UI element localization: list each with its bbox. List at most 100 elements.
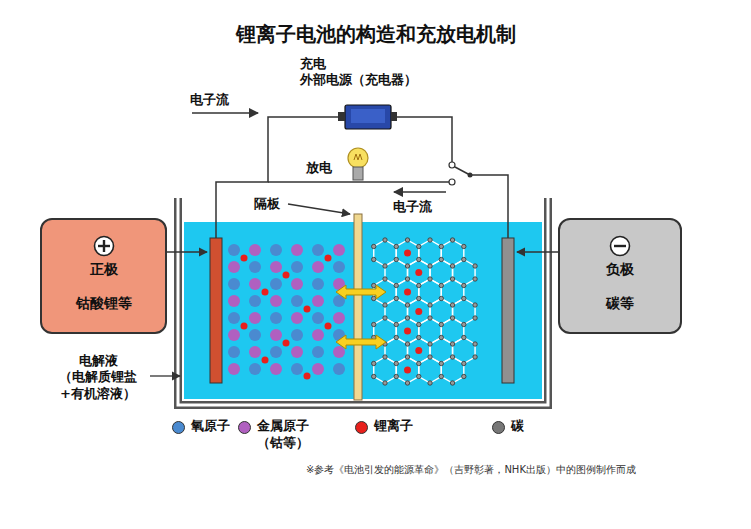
atom-dot <box>312 346 324 358</box>
carbon-dot <box>383 381 387 385</box>
lithium-ion-dot <box>415 347 422 354</box>
annotation-label: 电子流 <box>393 199 432 215</box>
carbon-dot <box>383 238 387 242</box>
atom-dot <box>228 278 240 290</box>
carbon-dot <box>405 381 409 385</box>
polarity-symbol <box>93 235 115 257</box>
atom-dot <box>291 295 303 307</box>
atom-dot <box>249 329 261 341</box>
lithium-ion-dot <box>404 328 411 335</box>
atom-dot <box>228 244 240 256</box>
wire <box>268 181 449 183</box>
legend-text: 碳 <box>511 418 524 435</box>
atom-dot <box>291 363 303 375</box>
atom-dot <box>270 363 282 375</box>
atom-dot <box>312 261 324 273</box>
carbon-dot <box>439 296 443 300</box>
atom-lattice <box>228 238 477 385</box>
caption: ※参考《电池引发的能源革命》（吉野彰著，NHK出版）中的图例制作而成 <box>306 464 636 477</box>
atom-dot <box>312 363 324 375</box>
carbon-dot <box>450 355 454 359</box>
atom-dot <box>291 278 303 290</box>
carbon-dot <box>417 335 421 339</box>
carbon-dot <box>417 296 421 300</box>
carbon-dot <box>405 277 409 281</box>
atom-dot <box>228 346 240 358</box>
legend-swatch <box>355 421 368 434</box>
carbon-dot <box>462 244 466 248</box>
carbon-dot <box>405 303 409 307</box>
carbon-dot <box>417 257 421 261</box>
atom-dot <box>249 278 261 290</box>
lithium-ion-dot <box>262 289 269 296</box>
carbon-dot <box>417 374 421 378</box>
leader-line <box>150 375 180 376</box>
carbon-dot <box>372 322 376 326</box>
carbon-dot <box>405 342 409 346</box>
carbon-dot <box>439 283 443 287</box>
atom-dot <box>312 244 324 256</box>
carbon-dot <box>417 361 421 365</box>
carbon-dot <box>450 277 454 281</box>
negative-electrode <box>502 238 514 383</box>
carbon-dot <box>473 264 477 268</box>
carbon-dot <box>417 322 421 326</box>
carbon-dot <box>383 316 387 320</box>
lithium-ion-dot <box>325 255 332 262</box>
carbon-dot <box>473 303 477 307</box>
legend-text: 锂离子 <box>374 418 413 435</box>
lithium-ion-dot <box>241 323 248 330</box>
lithium-ion-dot <box>283 340 290 347</box>
switch-contact <box>449 162 455 168</box>
carbon-dot <box>428 277 432 281</box>
annotation-label: 外部电源（充电器） <box>300 72 417 88</box>
lithium-ion-dot <box>241 255 248 262</box>
bulb-filament <box>354 154 362 160</box>
annotation-label: 放电 <box>306 160 332 176</box>
carbon-dot <box>473 342 477 346</box>
carbon-dot <box>450 342 454 346</box>
carbon-dot <box>372 283 376 287</box>
atom-dot <box>333 346 345 358</box>
carbon-dot <box>428 316 432 320</box>
carbon-dot <box>405 238 409 242</box>
carbon-dot <box>462 283 466 287</box>
carbon-dot <box>394 257 398 261</box>
wire <box>391 117 452 162</box>
bulb-base <box>353 167 363 180</box>
tank-wall-inner <box>178 198 548 405</box>
carbon-dot <box>428 238 432 242</box>
atom-dot <box>291 346 303 358</box>
carbon-dot <box>428 355 432 359</box>
charger-plug <box>338 112 345 121</box>
atom-dot <box>312 295 324 307</box>
positive-electrode <box>210 238 222 383</box>
electrode-box: 正极钴酸锂等 <box>40 218 167 334</box>
carbon-hexagon <box>419 357 442 383</box>
lithium-ion-dot <box>283 272 290 279</box>
carbon-dot <box>394 361 398 365</box>
annotation-label: 电解液 （电解质锂盐 +有机溶液） <box>46 353 150 402</box>
carbon-dot <box>439 374 443 378</box>
polarity-symbol <box>609 235 631 257</box>
carbon-dot <box>372 361 376 365</box>
atom-dot <box>291 312 303 324</box>
carbon-dot <box>372 257 376 261</box>
carbon-dot <box>394 283 398 287</box>
carbon-dot <box>383 355 387 359</box>
lithium-ion-dot <box>404 367 411 374</box>
atom-dot <box>249 346 261 358</box>
legend-text: 金属原子 （钴等） <box>257 418 310 452</box>
legend-item: 氧原子 <box>172 418 242 435</box>
switch-contact <box>449 179 455 185</box>
lithium-ion-dot <box>404 250 411 257</box>
carbon-dot <box>439 257 443 261</box>
legend-item: 碳 <box>492 418 532 435</box>
atom-dot <box>249 295 261 307</box>
tank-wall <box>178 198 548 405</box>
charger-icon <box>345 105 391 129</box>
carbon-dot <box>372 296 376 300</box>
annotation-label: 充电 <box>300 56 326 72</box>
atom-dot <box>270 244 282 256</box>
